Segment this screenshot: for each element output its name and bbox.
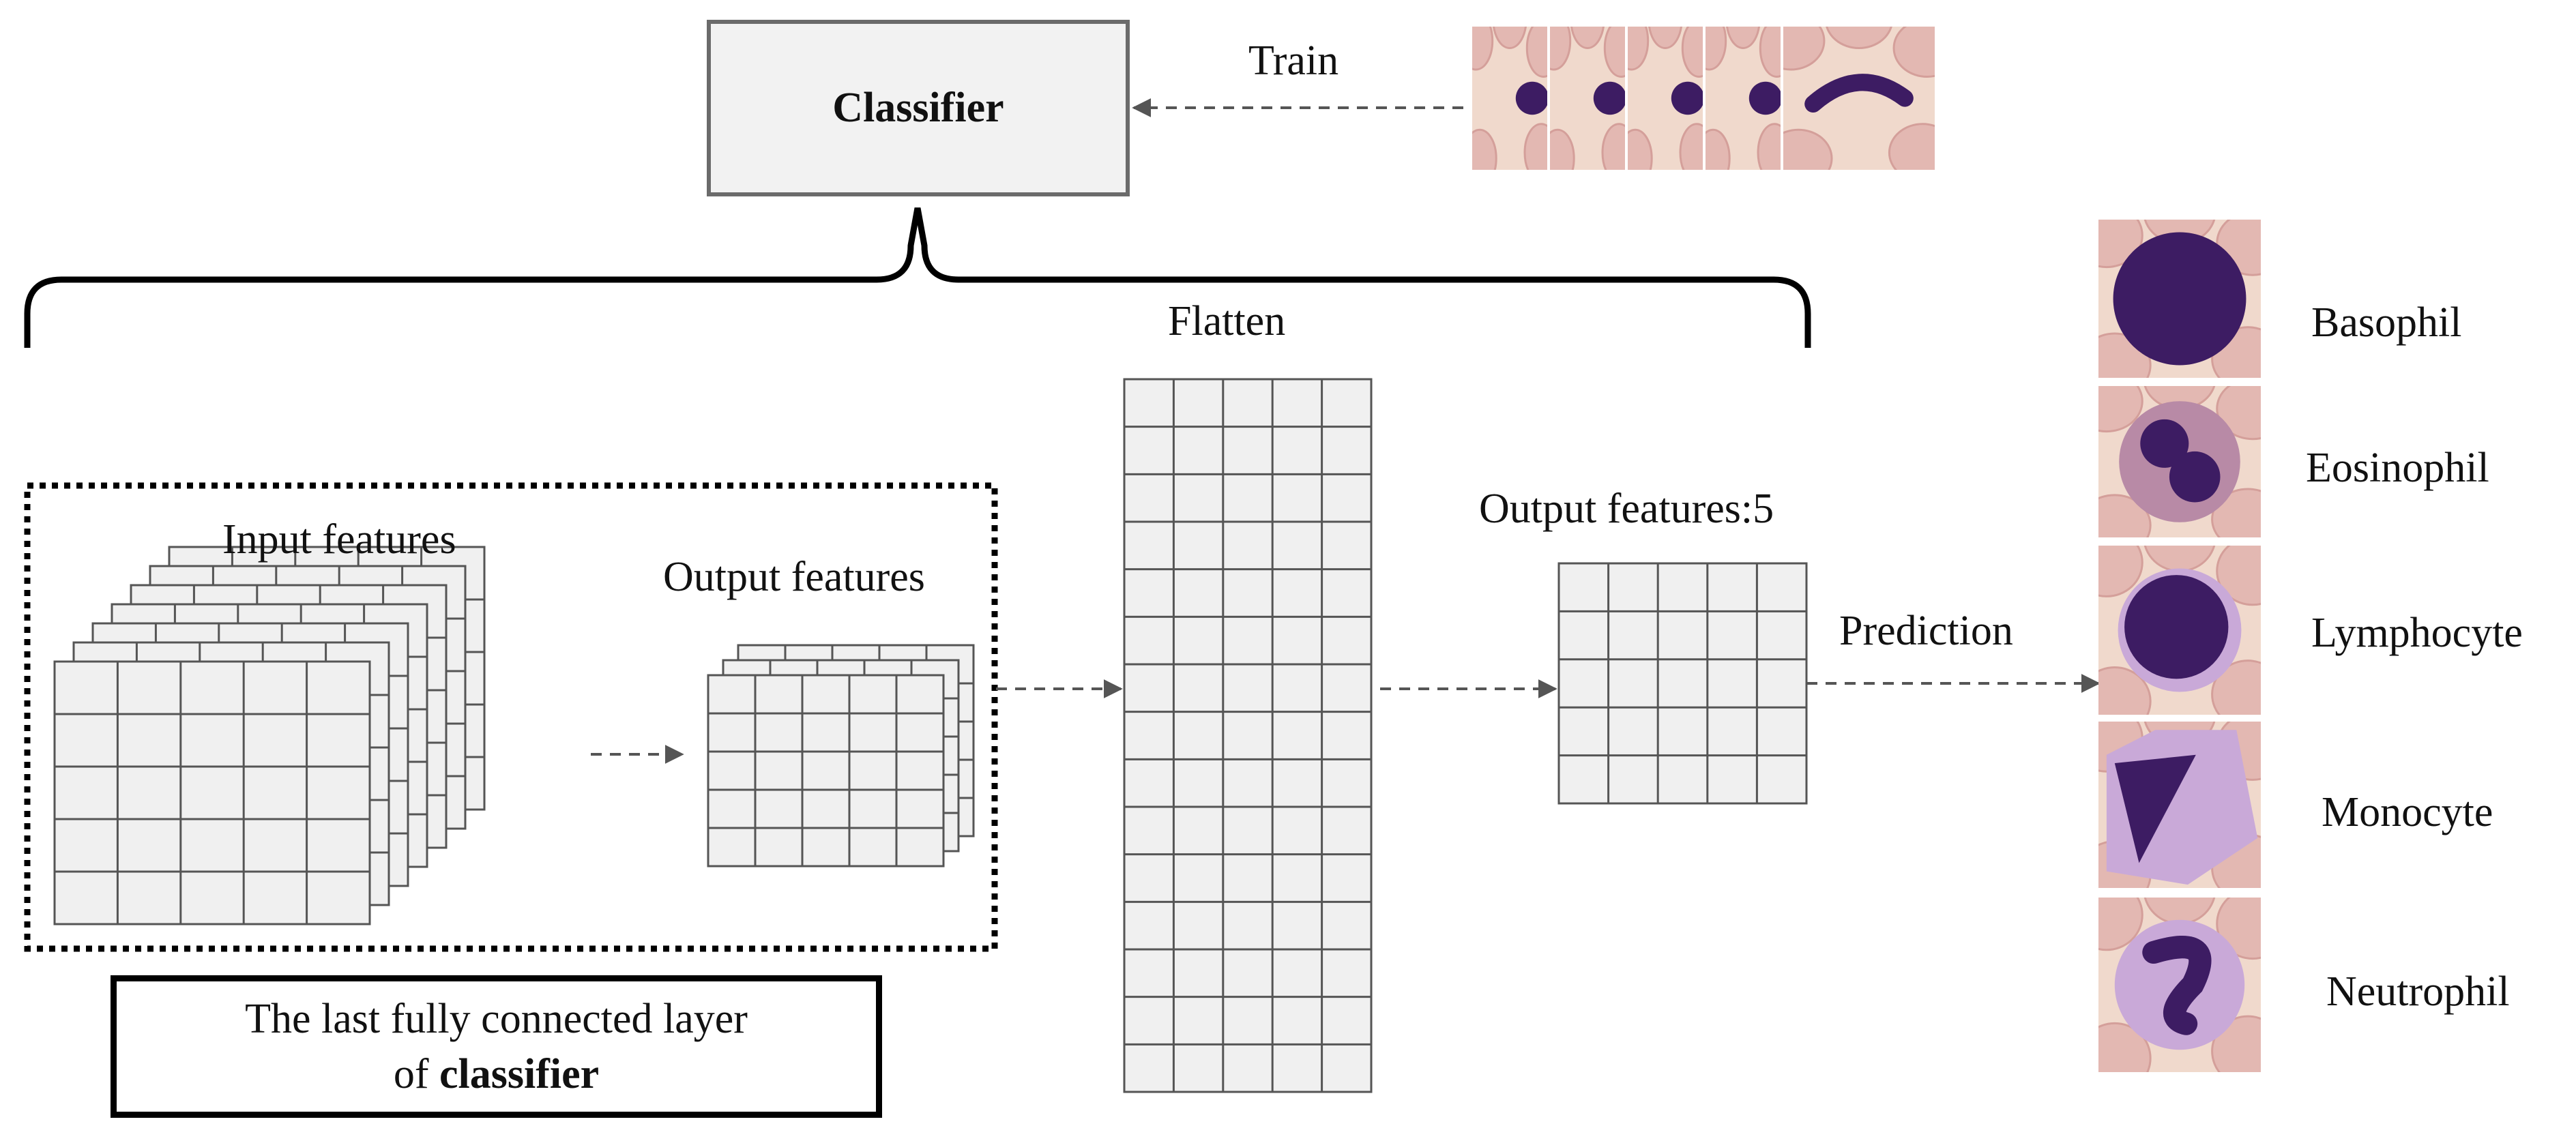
output-features-5-label: Output features:5 (1479, 486, 1774, 532)
classifier-box: Classifier (707, 20, 1130, 196)
train-cell-image (1706, 27, 1781, 170)
fc-layer-caption-prefix: of (393, 1050, 439, 1097)
class-label-lymphocyte: Lymphocyte (2311, 610, 2523, 656)
flatten-vector (1123, 378, 1373, 1093)
flatten-label: Flatten (1168, 298, 1286, 344)
input-features-label: Input features (222, 516, 456, 563)
fc-layer-caption-line2: of classifier (394, 1047, 599, 1102)
fc-layer-caption-box: The last fully connected layer of classi… (111, 975, 882, 1118)
fc-layer-caption-line1: The last fully connected layer (245, 995, 748, 1042)
cell-image-monocyte (2098, 722, 2261, 888)
output-features-5-grid (1557, 562, 1808, 805)
output-features-label: Output features (663, 554, 925, 600)
fc-layer-frame (24, 482, 998, 952)
class-label-neutrophil: Neutrophil (2326, 968, 2510, 1015)
train-cell-image (1628, 27, 1703, 170)
cell-image-neutrophil (2098, 898, 2261, 1072)
cell-images (1472, 27, 2261, 1072)
feature-grids (53, 378, 1808, 1093)
train-cell-image (1472, 27, 1547, 170)
cell-image-eosinophil (2098, 386, 2261, 537)
fc-layer-caption-bold: classifier (439, 1050, 600, 1097)
train-cell-image (1550, 27, 1625, 170)
train-cell-image (1783, 27, 1935, 170)
cell-image-basophil (2098, 220, 2261, 378)
class-label-eosinophil: Eosinophil (2306, 445, 2489, 491)
classifier-brace (24, 207, 1811, 348)
input-feature-map (53, 660, 371, 925)
cell-image-lymphocyte (2098, 546, 2261, 715)
classifier-label: Classifier (832, 85, 1004, 131)
output-feature-map (707, 674, 945, 868)
train-label: Train (1248, 38, 1339, 84)
prediction-label: Prediction (1839, 608, 2013, 654)
class-label-basophil: Basophil (2311, 299, 2462, 346)
class-label-monocyte: Monocyte (2322, 789, 2493, 835)
